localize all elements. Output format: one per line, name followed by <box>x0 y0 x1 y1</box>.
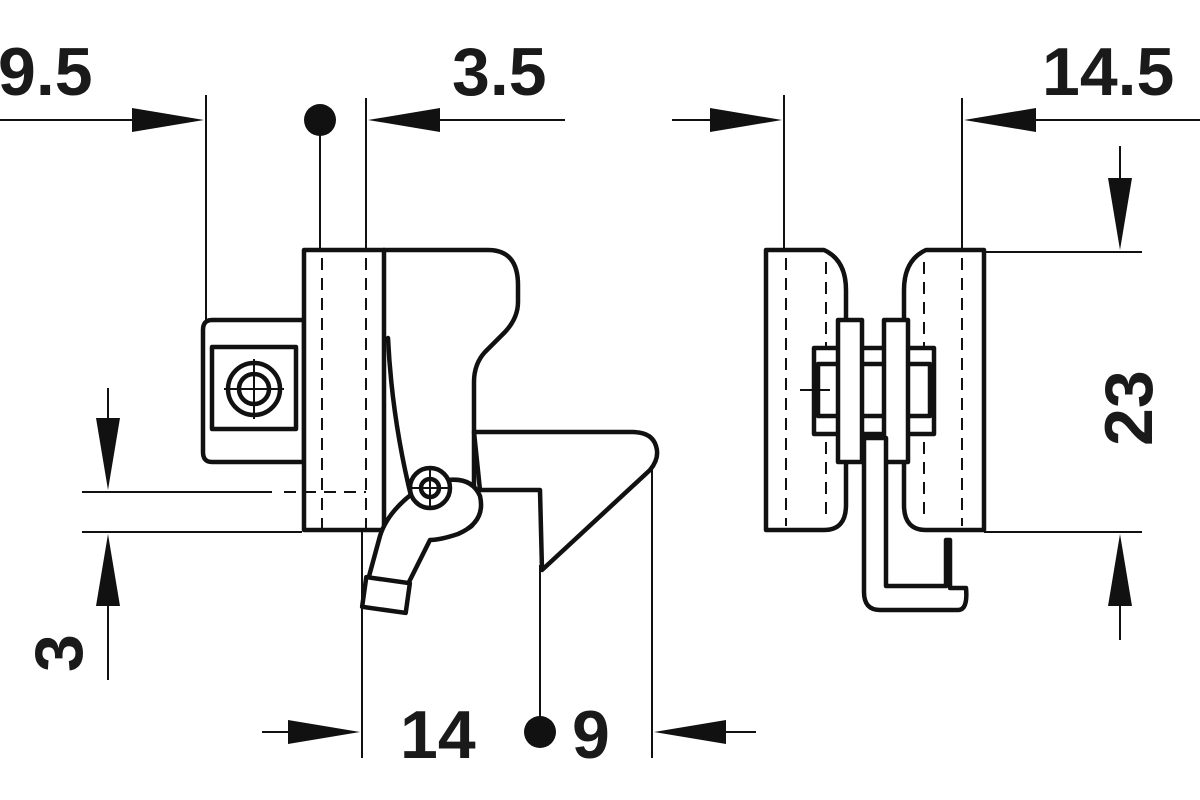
right-jaw <box>901 247 987 533</box>
lever <box>365 477 484 587</box>
arrow-left <box>654 720 726 744</box>
side-view <box>200 247 660 616</box>
l-lever <box>861 435 969 613</box>
arrow-down <box>96 418 120 490</box>
dimension-label: 9.5 <box>0 34 93 110</box>
dimension-label: 9 <box>572 697 610 773</box>
dimension-label: 14.5 <box>1042 34 1174 110</box>
center-dot <box>524 716 556 748</box>
arrow-left <box>368 108 440 132</box>
dimension-label: 3 <box>21 634 97 672</box>
dimension-label: 3.5 <box>452 34 547 110</box>
front-view <box>763 247 987 613</box>
arrow-up <box>1108 534 1132 606</box>
dimension-label: 14 <box>400 697 476 773</box>
dimension-label: 23 <box>1091 370 1167 446</box>
hook-arm <box>471 429 660 573</box>
lever-tip <box>359 574 413 616</box>
clamp-plate-right <box>881 317 911 465</box>
front-view-dimensions <box>672 95 1200 640</box>
arrow-right <box>710 108 782 132</box>
arrow-left <box>964 108 1036 132</box>
side-view-dimensions <box>0 95 756 758</box>
arrow-up <box>96 534 120 606</box>
arrow-down <box>1108 178 1132 250</box>
arrow-right <box>132 108 204 132</box>
clamp-plate-left <box>835 317 865 465</box>
arrow-right <box>288 720 360 744</box>
bolt-shaft <box>815 361 933 419</box>
